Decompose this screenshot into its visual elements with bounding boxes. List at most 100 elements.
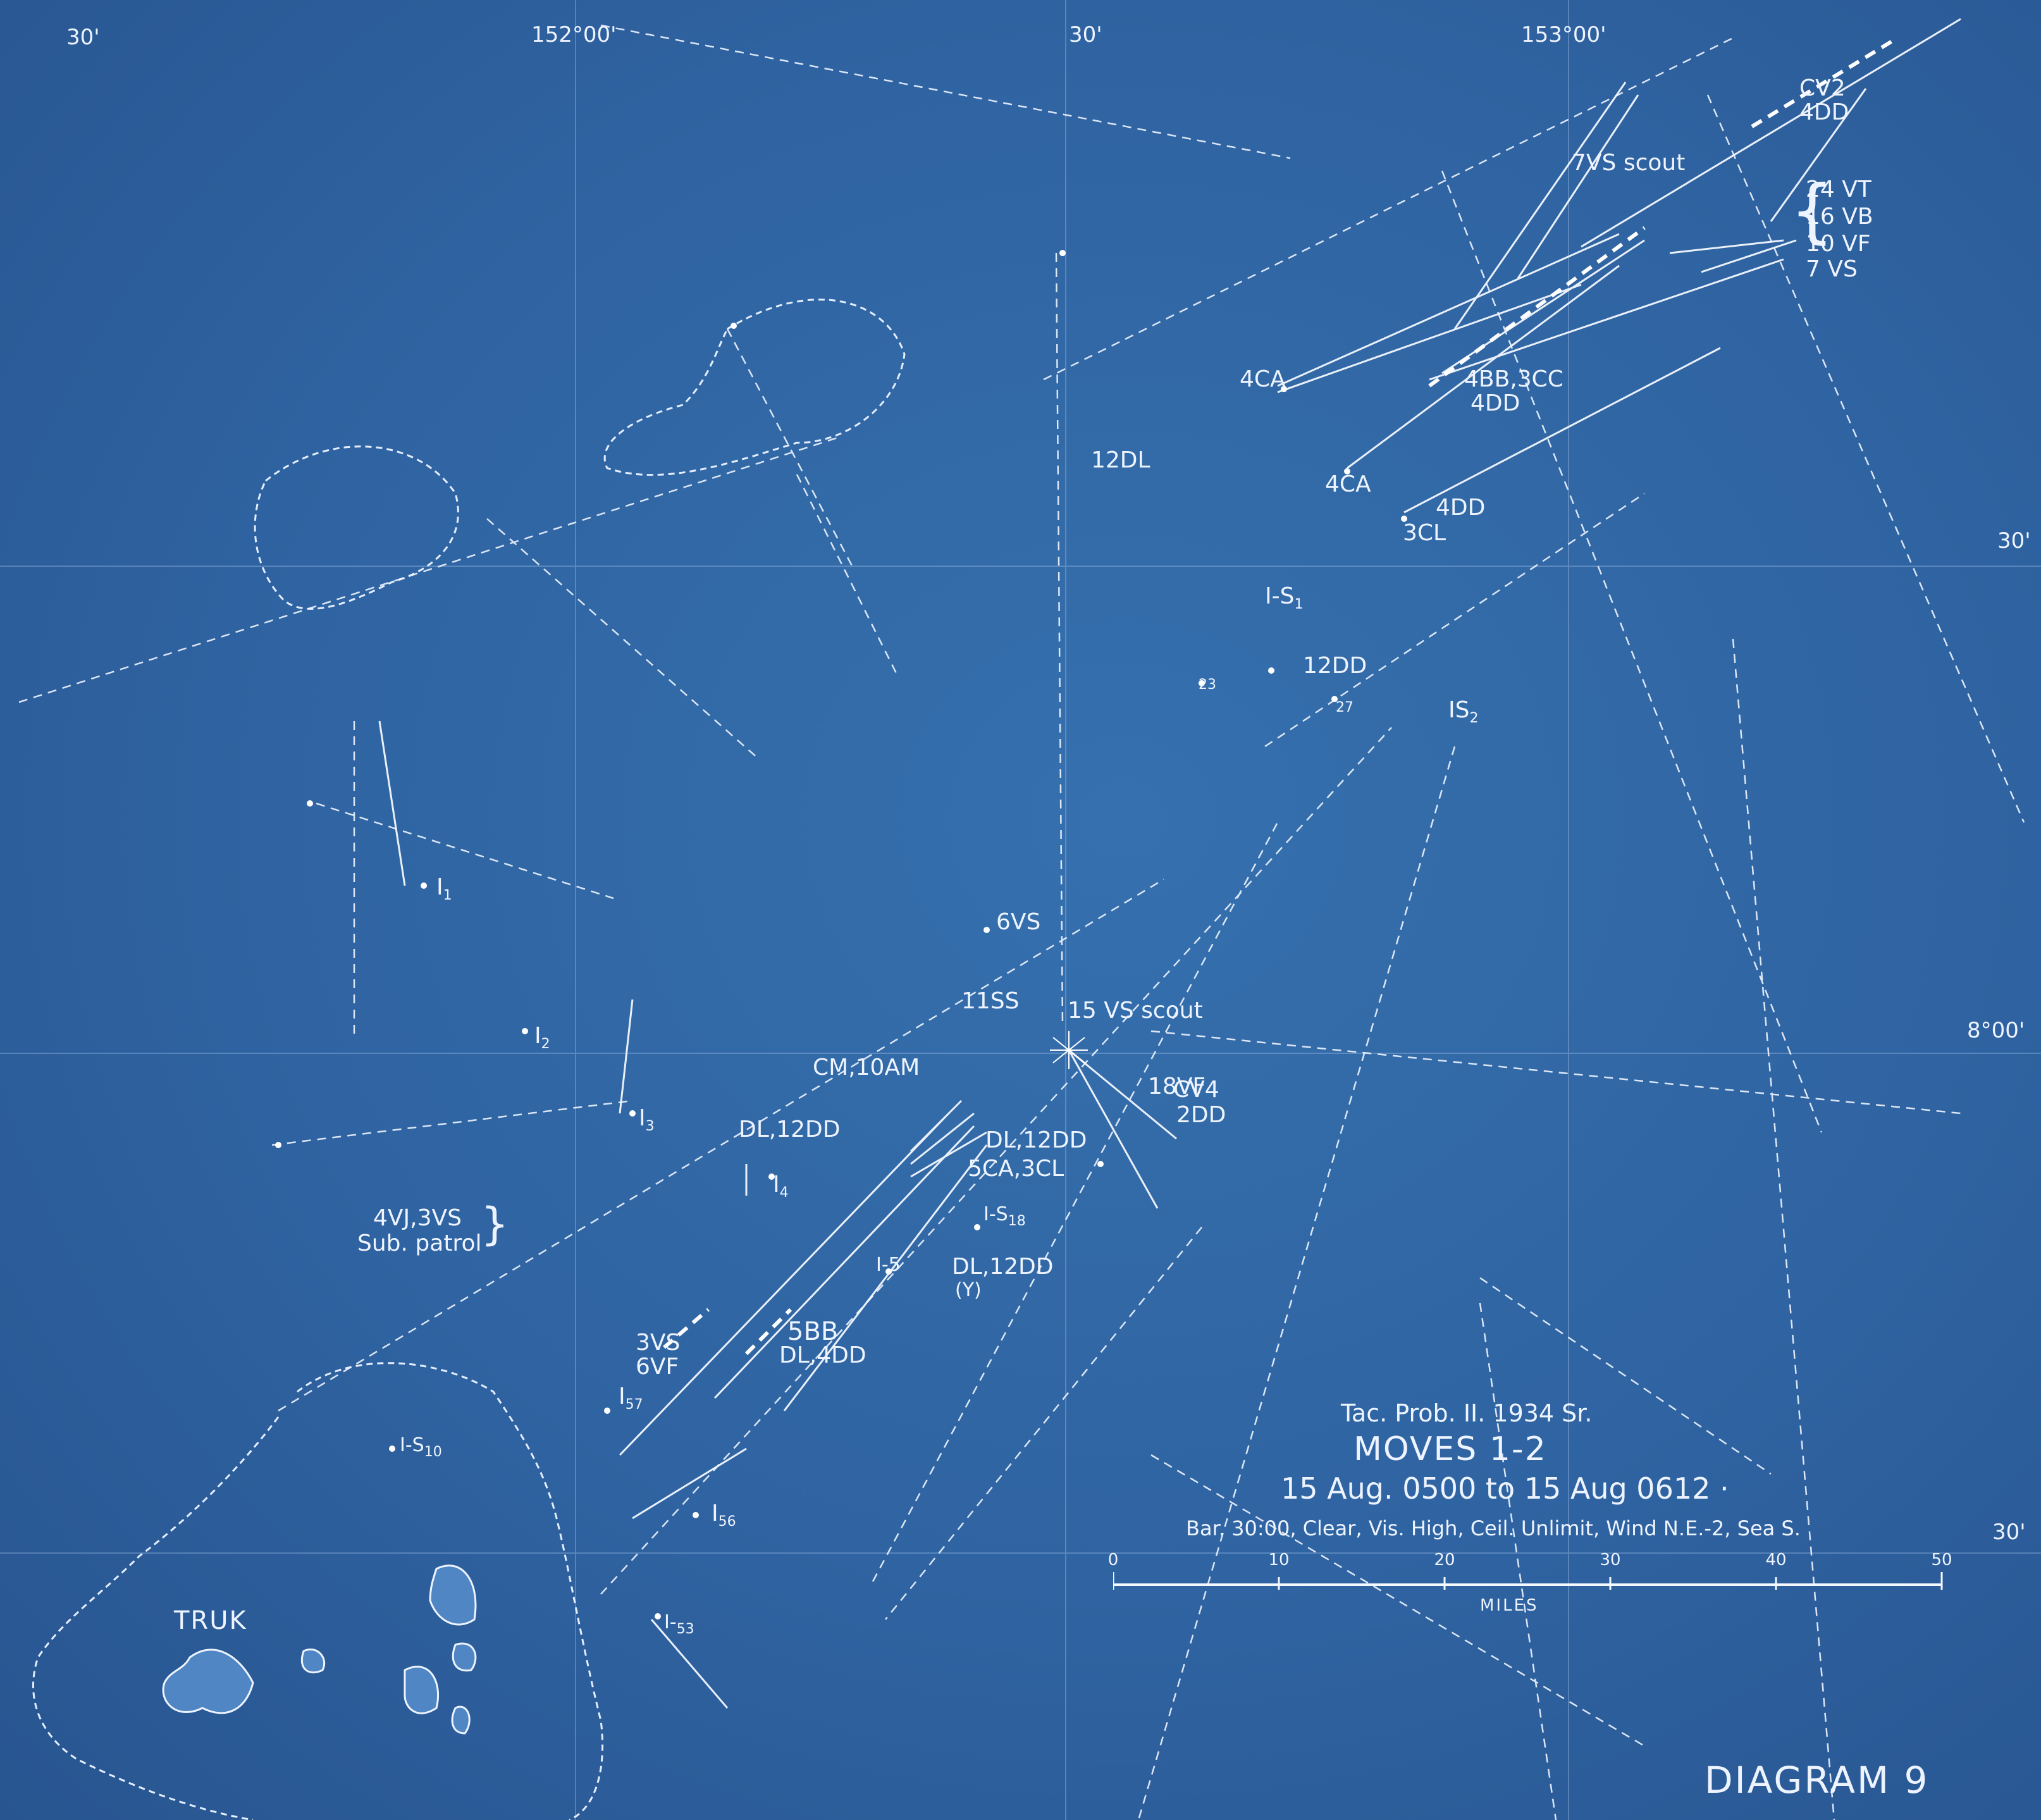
track-meridian — [1055, 252, 1064, 1025]
unit-cv2: CV2 — [1799, 75, 1846, 101]
move-bb-mid — [713, 1125, 975, 1399]
truk-island-2 — [300, 1648, 326, 1674]
truk-islands — [162, 1564, 477, 1735]
wake-5bb-2 — [744, 1308, 792, 1356]
scale-label-20: 20 — [1434, 1551, 1455, 1569]
track-nw-diag — [486, 518, 760, 760]
unit-i2: I2 — [534, 1023, 550, 1052]
track-center — [796, 474, 899, 678]
air-group-brace: { — [1790, 170, 1834, 251]
move-i3 — [619, 999, 634, 1114]
move-bb-east — [783, 1144, 988, 1411]
coord-lon-152: 152°00' — [531, 22, 617, 47]
unit-i5: I-5 — [876, 1254, 901, 1276]
track-south-long — [1479, 1303, 1557, 1820]
truk-island-6 — [451, 1705, 471, 1735]
move-ca-fan-3 — [910, 1131, 987, 1178]
move-cv4 — [1068, 1049, 1177, 1140]
air-group-10vf: 10 VF — [1806, 231, 1871, 257]
truk-island-4 — [404, 1666, 440, 1714]
unit-is2: IS2 — [1448, 697, 1479, 726]
unit-11ss: 11SS — [961, 988, 1020, 1014]
unit-7vs-scout: 7VS scout — [1572, 150, 1686, 176]
move-bb-west — [619, 1112, 950, 1456]
track-east-south — [1732, 638, 1835, 1820]
move-ca-fan-2 — [910, 1112, 975, 1165]
title-moves: MOVES 1-2 — [1353, 1430, 1547, 1468]
truk-island-3 — [429, 1564, 477, 1626]
air-group-16vb: 16 VB — [1806, 204, 1873, 230]
place-truk: TRUK — [174, 1606, 247, 1635]
track-big-diag — [600, 727, 1392, 1595]
track-s2-south — [1137, 746, 1456, 1820]
scale-label-10: 10 — [1268, 1551, 1290, 1569]
move-i57 — [632, 1447, 747, 1520]
unit-cm: CM,10AM — [813, 1055, 920, 1080]
unit-12dd: 12DD — [1303, 653, 1367, 679]
track-west-east — [18, 435, 842, 703]
unit-6vf: 6VF — [636, 1354, 679, 1380]
wake-cv2 — [1751, 36, 1899, 128]
unit-3vs: 3VS — [636, 1330, 681, 1356]
move-4ca-s — [1347, 264, 1620, 469]
track-mid-south — [872, 822, 1279, 1582]
atoll-northwest — [254, 445, 459, 610]
unit-i1: I1 — [436, 874, 452, 903]
unit-dl12dd-west: DL,12DD — [739, 1117, 841, 1142]
unit-12dl: 12DL — [1091, 447, 1150, 473]
track-12dd — [1264, 492, 1645, 748]
unit-cv4: CV4 — [1173, 1077, 1219, 1103]
move-cv2-track — [1581, 18, 1961, 248]
move-4bb-2 — [1429, 258, 1784, 381]
unit-15vs-scout: 15 VS scout — [1068, 998, 1203, 1024]
track-i1-east — [316, 802, 614, 900]
unit-5bb: 5BB — [787, 1317, 839, 1346]
air-group-24vt: 24 VT — [1806, 176, 1871, 202]
unit-markers — [275, 250, 1407, 1619]
atoll-north — [603, 299, 906, 476]
move-4ca-n2 — [1277, 283, 1582, 393]
unit-i4: I4 — [773, 1172, 789, 1201]
unit-3cl: 3CL — [1403, 520, 1446, 546]
track-atoll-south — [726, 328, 855, 570]
track-long-diag — [1441, 170, 1823, 1133]
unit-cv4-escort: 2DD — [1176, 1102, 1226, 1128]
unit-dl-4dd: DL,4DD — [779, 1342, 866, 1368]
scale-label-30: 30 — [1600, 1551, 1621, 1569]
unit-5ca-3cl: 5CA,3CL — [968, 1156, 1064, 1182]
unit-i53: I-53 — [664, 1611, 694, 1637]
wake-4bb — [1428, 226, 1646, 388]
movement-lines — [378, 18, 1961, 1709]
truk-reef-east — [297, 1362, 603, 1820]
move-7vs-b — [1453, 82, 1627, 330]
unit-4dd: 4DD — [1436, 495, 1486, 521]
move-7vs-a — [1517, 94, 1639, 279]
track-north — [600, 24, 1291, 159]
move-4ca-n — [1277, 233, 1620, 387]
truk-island-5 — [452, 1642, 477, 1672]
move-ca-fan-1 — [910, 1099, 963, 1153]
move-4bb — [1441, 239, 1645, 375]
track-i3 — [271, 1099, 633, 1146]
track-cv2-approach — [1043, 37, 1734, 381]
move-air-return — [1669, 239, 1784, 254]
unit-4ca-south: 4CA — [1325, 471, 1371, 497]
diagram-label: DIAGRAM 9 — [1705, 1759, 1930, 1802]
title-conditions: Bar. 30:00, Clear, Vis. High, Ceil. Unli… — [1186, 1516, 1801, 1540]
move-15vs — [1068, 1049, 1159, 1209]
move-cv2-return — [1770, 88, 1867, 222]
scale-label-0: 0 — [1107, 1551, 1119, 1569]
air-group-7vs: 7 VS — [1806, 256, 1858, 282]
unit-n23: 23 — [1199, 677, 1216, 693]
sub-patrol-brace: } — [481, 1198, 509, 1250]
unit-is18: I-S18 — [984, 1203, 1026, 1229]
track-i5-south — [885, 1227, 1202, 1620]
coord-right-30-lower: 30' — [1992, 1520, 2026, 1545]
track-east-diag — [1706, 94, 2025, 823]
fleet-wakes — [663, 36, 1899, 1356]
track-se — [1479, 1277, 1772, 1475]
unit-dl12dd-south-note: (Y) — [955, 1279, 982, 1301]
track-east — [1150, 1030, 1961, 1115]
